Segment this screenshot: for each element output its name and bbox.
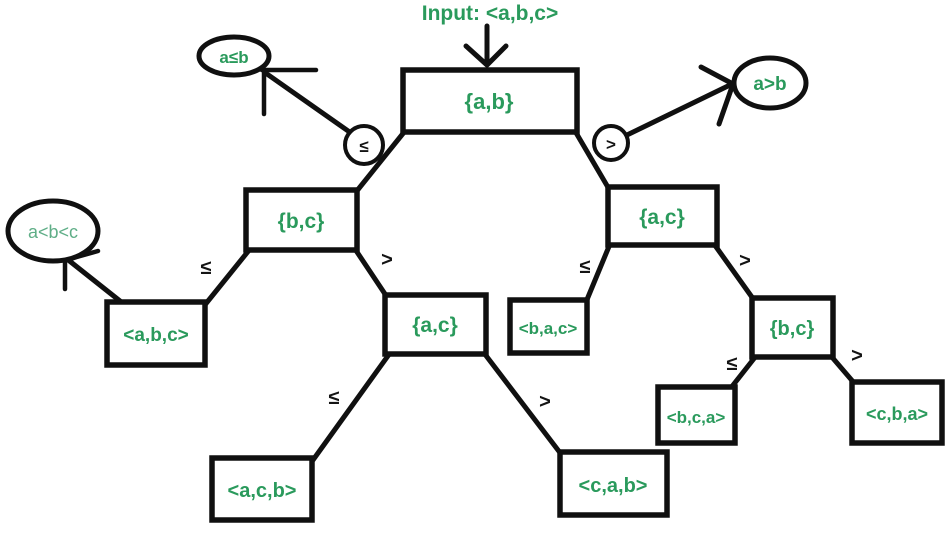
- node-bc-left: {b,c}: [243, 187, 360, 253]
- leaf-cba: <c,b,a>: [849, 379, 945, 446]
- cmp-circle-gt: >: [592, 124, 630, 162]
- edge-acright-to-leaf-bac: [583, 241, 613, 305]
- edge-bcleft-to-ac-mid: [352, 246, 390, 300]
- branch-label-gt: >: [381, 249, 393, 271]
- edge-bcright-to-leaf-bca: [727, 353, 759, 392]
- node-root-ab: {a,b}: [400, 67, 580, 135]
- edge-root-to-bc-left: [353, 128, 408, 195]
- node-bc-right: {b,c}: [749, 295, 836, 360]
- edge-acright-to-bc-right: [711, 241, 757, 303]
- leaf-label: <b,a,c>: [519, 319, 578, 338]
- node-label: {b,c}: [278, 210, 325, 233]
- leaf-label: <b,c,a>: [667, 408, 726, 427]
- leaf-box: [557, 449, 670, 518]
- input-arrowhead-icon: [463, 43, 509, 69]
- leaf-box: [507, 297, 590, 356]
- node-label: {b,c}: [770, 318, 815, 340]
- branch-label-gt: >: [539, 391, 551, 413]
- branch-label-le: ≤: [201, 257, 212, 279]
- edge-acmid-to-leaf-acb: [310, 350, 393, 463]
- leaf-cab: <c,a,b>: [557, 449, 670, 518]
- branch-label-le: ≤: [727, 353, 738, 375]
- branch-label-gt: >: [851, 345, 863, 367]
- edge-root-to-ac-right: [572, 128, 612, 192]
- leaf-label: <c,b,a>: [866, 404, 928, 424]
- le-circle-label: ≤: [359, 137, 368, 156]
- outcome-oval-a-le-b: a≤b: [196, 34, 272, 78]
- input-title: Input: <a,b,c>: [422, 2, 559, 25]
- oval-shape: [5, 198, 101, 264]
- edge-arrow-to-abc-oval-shaft: [64, 256, 123, 304]
- leaf-abc: <a,b,c>: [104, 299, 208, 368]
- node-ac-right: {a,c}: [605, 184, 720, 248]
- edge-acmid-to-leaf-cab: [481, 350, 564, 457]
- outcome-oval-a-gt-b: a>b: [731, 55, 809, 111]
- node-box: [605, 184, 720, 248]
- leaf-bac: <b,a,c>: [507, 297, 590, 356]
- leaf-label: <a,c,b>: [228, 480, 297, 502]
- edge-arrow-to-agtb-shaft: [624, 82, 733, 138]
- leaf-box: [655, 384, 738, 446]
- edge-bcleft-to-leaf-abc: [201, 246, 253, 309]
- node-box: [400, 67, 580, 135]
- gt-circle-label: >: [606, 135, 616, 154]
- leaf-label: <a,b,c>: [123, 325, 189, 346]
- branch-label-gt: >: [739, 250, 751, 272]
- node-label: {a,c}: [412, 314, 458, 337]
- branch-label-le: ≤: [329, 387, 340, 409]
- node-label: {a,b}: [465, 89, 514, 114]
- leaf-label: <c,a,b>: [579, 475, 648, 497]
- leaf-bca: <b,c,a>: [655, 384, 738, 446]
- node-box: [382, 292, 489, 357]
- node-box: [243, 187, 360, 253]
- oval-label: a<b<c: [28, 222, 78, 242]
- branch-labels: ≤ > ≤ > ≤ > ≤ >: [201, 249, 863, 413]
- node-ac-mid: {a,c}: [382, 292, 489, 357]
- leaf-box: [849, 379, 945, 446]
- node-label: {a,c}: [639, 206, 685, 229]
- node-box: [749, 295, 836, 360]
- outcome-oval-a-lt-b-lt-c: a<b<c: [5, 198, 101, 264]
- le-circle: [343, 124, 385, 166]
- oval-shape: [731, 55, 809, 111]
- cmp-circle-le: ≤: [343, 124, 385, 166]
- branch-label-le: ≤: [580, 256, 591, 278]
- leaf-box: [104, 299, 208, 368]
- leaf-box: [209, 455, 315, 523]
- leaf-acb: <a,c,b>: [209, 455, 315, 523]
- edge-arrow-to-aleb-shaft: [264, 71, 354, 136]
- oval-shape: [196, 34, 272, 78]
- gt-circle: [592, 124, 630, 162]
- oval-label: a>b: [753, 74, 786, 95]
- oval-label: a≤b: [219, 48, 248, 67]
